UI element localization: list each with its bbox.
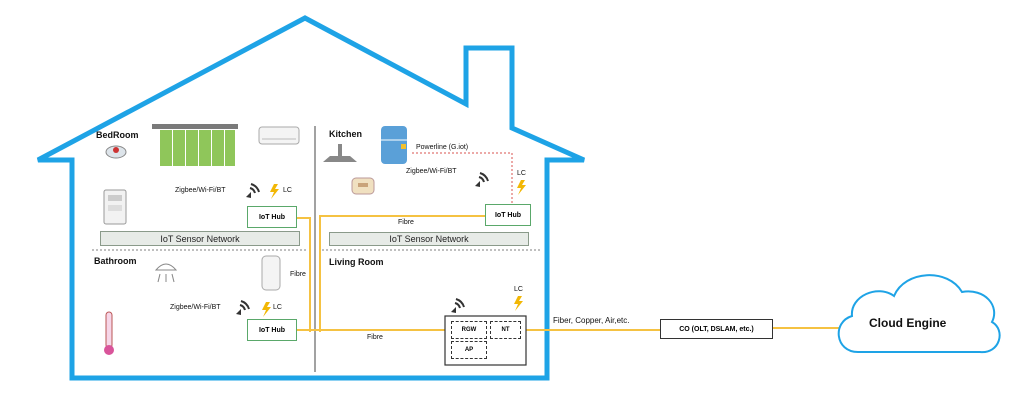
co-box: CO (OLT, DSLAM, etc.)	[660, 319, 773, 339]
bedroom-label: BedRoom	[96, 130, 139, 140]
living-room-label: Living Room	[329, 257, 384, 267]
access-media-label: Fiber, Copper, Air,etc.	[553, 316, 630, 325]
thermometer-icon	[104, 311, 114, 355]
powerline-label: Powerline (G.iot)	[416, 144, 469, 151]
shower-icon	[154, 263, 178, 283]
cloud-shape	[837, 274, 1001, 354]
fibre-bathroom-label: Fibre	[290, 271, 306, 278]
smoke-detector-icon	[105, 145, 127, 159]
lc-bolt-bedroom-icon	[270, 184, 279, 199]
sensor-network-right: IoT Sensor Network	[329, 232, 529, 246]
house-outline	[36, 15, 586, 381]
thermostat-panel-icon	[103, 189, 127, 225]
wifi-signal-bathroom-icon	[236, 300, 250, 315]
refrigerator-icon	[381, 126, 407, 164]
curtain-icon	[152, 124, 238, 166]
water-heater-icon	[261, 255, 281, 291]
fibre-kitchen-label: Fibre	[398, 219, 414, 226]
fibre-kitchen	[319, 215, 485, 332]
wifi-signal-kitchen-icon	[475, 172, 489, 187]
nt-box: NT	[490, 321, 521, 339]
fibre-lines	[297, 215, 848, 332]
bathroom-label: Bathroom	[94, 256, 137, 266]
bedroom-iot-hub: IoT Hub	[247, 206, 297, 228]
wifi-signal-living-icon	[451, 298, 465, 313]
lc-bolt-bathroom-icon	[262, 302, 271, 317]
lc-bolt-kitchen-icon	[517, 180, 526, 195]
rgw-box: RGW	[451, 321, 487, 339]
bathroom-lc-label: LC	[273, 304, 282, 311]
fibre-living-label: Fibre	[367, 334, 383, 341]
bedroom-wireless-label: Zigbee/Wi-Fi/BT	[175, 187, 226, 194]
range-hood-icon	[323, 144, 357, 162]
kitchen-lc-label: LC	[517, 170, 526, 177]
lc-bolt-living-icon	[514, 296, 523, 311]
sensor-network-left: IoT Sensor Network	[100, 231, 300, 246]
living-lc-label: LC	[514, 286, 523, 293]
wifi-signal-bedroom-icon	[246, 183, 260, 198]
cloud-engine-label: Cloud Engine	[869, 316, 947, 330]
powerline-link	[412, 152, 513, 205]
bathroom-wireless-label: Zigbee/Wi-Fi/BT	[170, 304, 221, 311]
rice-cooker-icon	[351, 177, 375, 195]
kitchen-wireless-label: Zigbee/Wi-Fi/BT	[406, 168, 457, 175]
bedroom-lc-label: LC	[283, 187, 292, 194]
kitchen-iot-hub: IoT Hub	[485, 204, 531, 226]
air-conditioner-icon	[258, 126, 300, 145]
bathroom-iot-hub: IoT Hub	[247, 319, 297, 341]
ap-box: AP	[451, 341, 487, 359]
kitchen-label: Kitchen	[329, 129, 363, 139]
fibre-bedroom-hub	[297, 217, 311, 332]
